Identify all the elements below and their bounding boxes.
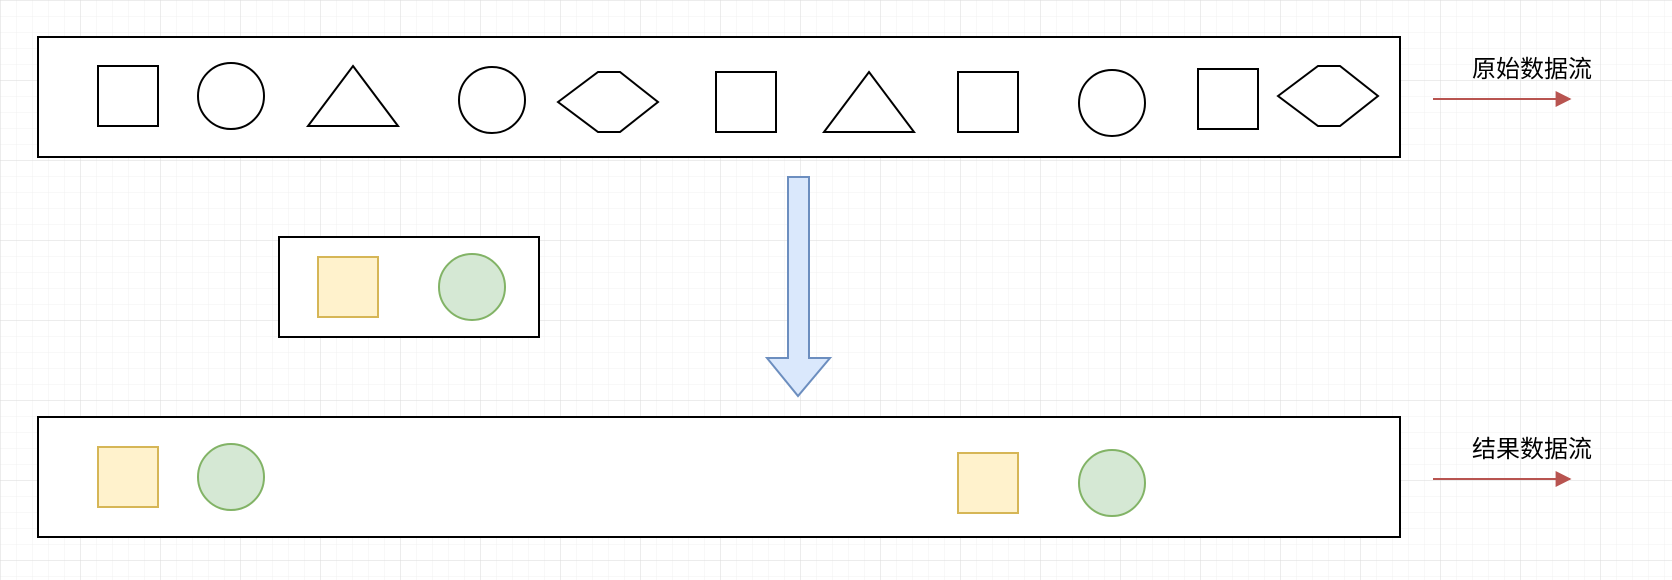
original-circle-3[interactable] (1078, 69, 1146, 137)
original-circle-2[interactable] (458, 66, 526, 134)
transform-arrow[interactable] (764, 176, 833, 398)
result-circle-2[interactable] (1078, 449, 1146, 517)
original-square-1[interactable] (97, 65, 159, 127)
filter-circle[interactable] (438, 253, 506, 321)
filter-square[interactable] (317, 256, 379, 318)
original-hexagon-2[interactable] (1276, 65, 1380, 127)
result-circle-1[interactable] (197, 443, 265, 511)
original-triangle-1[interactable] (306, 64, 400, 127)
original-triangle-2[interactable] (822, 70, 916, 133)
original-circle-1[interactable] (197, 62, 265, 130)
result-stream-label: 结果数据流 (1472, 435, 1592, 463)
original-square-3[interactable] (957, 71, 1019, 133)
result-square-1[interactable] (97, 446, 159, 508)
original-stream-label: 原始数据流 (1472, 55, 1592, 83)
original-hexagon-1[interactable] (556, 71, 660, 133)
original-square-2[interactable] (715, 71, 777, 133)
result-square-2[interactable] (957, 452, 1019, 514)
original-square-4[interactable] (1197, 68, 1259, 130)
